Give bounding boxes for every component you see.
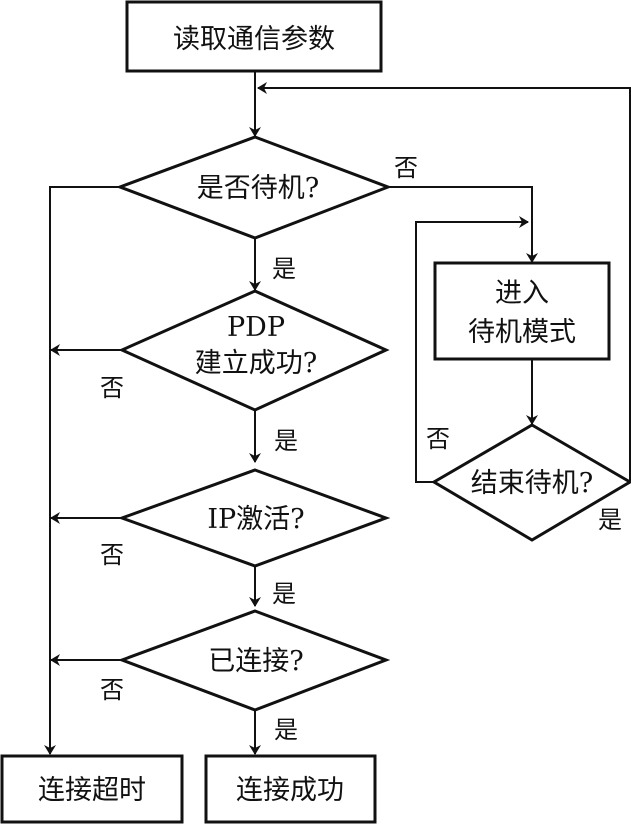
label-end-standby-no: 否 bbox=[426, 425, 450, 453]
node-success: 连接成功 bbox=[204, 754, 377, 824]
edge-standby-no-to-left-bus bbox=[44, 186, 120, 755]
node-enter-standby: 进入 待机模式 bbox=[433, 261, 611, 361]
decision-ip: IP激活? bbox=[117, 468, 391, 568]
label-ip-no: 否 bbox=[100, 541, 124, 569]
label-end-standby-yes: 是 bbox=[598, 506, 622, 534]
decision-pdp-line1: PDP bbox=[227, 312, 285, 343]
decision-connected: 已连接? bbox=[117, 609, 391, 712]
decision-standby: 是否待机? bbox=[115, 135, 393, 240]
label-pdp-no: 否 bbox=[100, 374, 124, 402]
label-standby-no: 否 bbox=[394, 154, 418, 182]
node-enter-standby-line2: 待机模式 bbox=[468, 317, 576, 348]
node-success-text: 连接成功 bbox=[236, 775, 344, 806]
label-connected-yes: 是 bbox=[274, 716, 298, 744]
decision-end-standby: 结束待机? bbox=[431, 423, 631, 542]
edge-end-standby-yes-loop bbox=[257, 82, 631, 482]
node-timeout: 连接超时 bbox=[0, 754, 184, 824]
branch-labels: 否 是 否 是 否 是 否 是 否 是 bbox=[100, 154, 622, 744]
node-read-params-text: 读取通信参数 bbox=[173, 24, 335, 55]
decision-standby-text: 是否待机? bbox=[197, 173, 319, 204]
edge-end-standby-no-loop bbox=[415, 216, 529, 483]
node-enter-standby-line1: 进入 bbox=[495, 278, 549, 309]
decision-end-standby-text: 结束待机? bbox=[471, 468, 593, 499]
decision-pdp-line2: 建立成功? bbox=[195, 348, 317, 379]
decision-pdp: PDP 建立成功? bbox=[118, 289, 390, 412]
label-pdp-yes: 是 bbox=[274, 427, 298, 455]
decision-ip-text: IP激活? bbox=[207, 504, 304, 535]
connectors bbox=[44, 71, 631, 755]
node-timeout-text: 连接超时 bbox=[38, 775, 146, 806]
label-ip-yes: 是 bbox=[272, 580, 296, 608]
label-standby-yes: 是 bbox=[272, 255, 296, 283]
node-read-params: 读取通信参数 bbox=[125, 0, 383, 73]
edge-standby-no-to-enter-standby bbox=[388, 186, 538, 263]
label-connected-no: 否 bbox=[100, 676, 124, 704]
decision-connected-text: 已连接? bbox=[208, 646, 303, 677]
